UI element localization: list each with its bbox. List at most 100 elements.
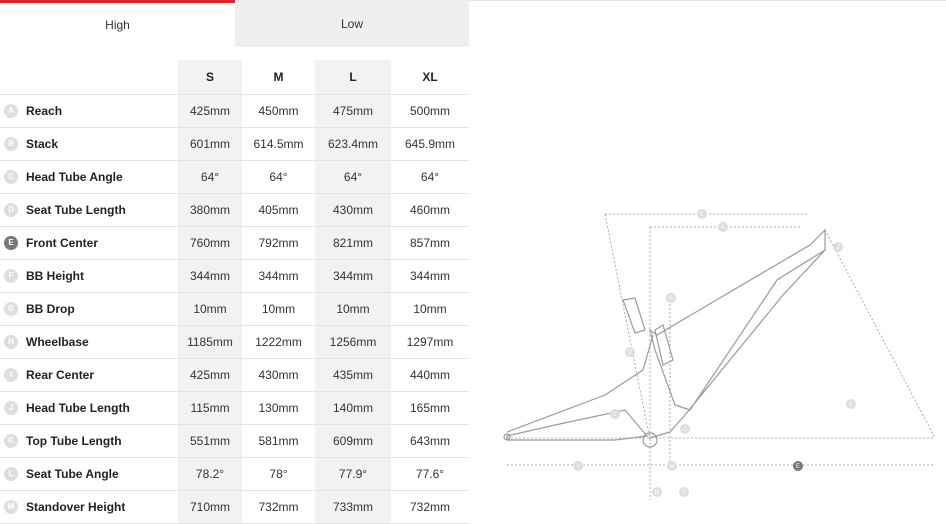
value-cell: 460mm <box>391 193 469 227</box>
value-cell: 115mm <box>178 391 242 425</box>
value-cell: 78.2° <box>178 457 242 491</box>
svg-text:D: D <box>628 350 633 356</box>
svg-text:L: L <box>613 412 617 418</box>
value-cell: 10mm <box>242 292 315 326</box>
value-cell: 475mm <box>315 94 391 128</box>
value-cell: 732mm <box>242 490 315 524</box>
value-cell: 500mm <box>391 94 469 128</box>
svg-text:F: F <box>682 490 686 496</box>
down-tube <box>649 249 826 439</box>
value-cell: 430mm <box>242 358 315 392</box>
value-cell: 78° <box>242 457 315 491</box>
column-header-l: L <box>315 60 391 95</box>
svg-text:I: I <box>577 464 579 470</box>
value-cell: 77.9° <box>315 457 391 491</box>
value-cell: 344mm <box>391 259 469 293</box>
svg-text:B: B <box>669 296 673 302</box>
head-angle-line <box>824 229 936 439</box>
tab-high[interactable]: High <box>0 0 235 47</box>
value-cell: 760mm <box>178 226 242 260</box>
measurement-letter-badge: A <box>4 104 18 119</box>
value-cell: 64° <box>178 160 242 194</box>
measurement-label: Head Tube Length <box>26 400 130 415</box>
value-cell: 344mm <box>178 259 242 293</box>
marker-i-icon: I <box>573 461 583 471</box>
marker-g-icon: G <box>680 424 690 434</box>
measurement-letter-badge: G <box>4 302 18 317</box>
chainstay <box>506 409 649 441</box>
value-cell: 710mm <box>178 490 242 524</box>
svg-text:G: G <box>683 427 688 433</box>
svg-text:H: H <box>670 464 674 470</box>
marker-k-icon: K <box>697 209 707 219</box>
value-cell: 440mm <box>391 358 469 392</box>
column-header-s: S <box>178 60 242 95</box>
measurement-label: BB Drop <box>26 301 75 316</box>
table-header-row: S M L XL <box>0 60 469 95</box>
value-cell: 425mm <box>178 94 242 128</box>
measurement-label: Seat Tube Length <box>26 202 126 217</box>
measurement-label: Standover Height <box>26 499 126 514</box>
value-cell: 430mm <box>315 193 391 227</box>
marker-d-icon: D <box>625 347 635 357</box>
value-cell: 380mm <box>178 193 242 227</box>
value-cell: 857mm <box>391 226 469 260</box>
value-cell: 643mm <box>391 424 469 458</box>
measurement-letter-badge: J <box>4 401 18 416</box>
seat-post <box>622 297 646 334</box>
value-cell: 792mm <box>242 226 315 260</box>
marker-j-icon: J <box>833 242 843 252</box>
value-cell: 10mm <box>178 292 242 326</box>
row-label-cell: J Head Tube Length <box>0 391 178 425</box>
marker-f-icon: F <box>679 487 689 497</box>
svg-text:M: M <box>655 490 660 496</box>
value-cell: 10mm <box>391 292 469 326</box>
marker-h-icon: H <box>667 461 677 471</box>
svg-text:C: C <box>849 402 854 408</box>
tab-low[interactable]: Low <box>235 0 469 47</box>
seatstay <box>506 334 654 433</box>
column-header-xl: XL <box>391 60 469 95</box>
column-header-m: M <box>242 60 315 95</box>
value-cell: 732mm <box>391 490 469 524</box>
measurement-letter-badge: C <box>4 170 18 185</box>
svg-text:K: K <box>700 212 704 218</box>
value-cell: 1222mm <box>242 325 315 359</box>
measurement-label: Top Tube Length <box>26 433 122 448</box>
frame-outline <box>649 228 826 411</box>
value-cell: 609mm <box>315 424 391 458</box>
value-cell: 1256mm <box>315 325 391 359</box>
row-label-cell: G BB Drop <box>0 292 178 326</box>
measurement-letter-badge: M <box>4 500 18 515</box>
marker-m-icon: M <box>652 487 662 497</box>
measurement-label: Front Center <box>26 235 98 250</box>
svg-text:A: A <box>721 225 725 231</box>
measurement-letter-badge: H <box>4 335 18 350</box>
measurement-letter-badge: B <box>4 137 18 152</box>
header-spacer <box>0 60 178 95</box>
value-cell: 425mm <box>178 358 242 392</box>
measurement-label: BB Height <box>26 268 84 283</box>
value-cell: 733mm <box>315 490 391 524</box>
marker-c-icon: C <box>846 399 856 409</box>
marker-l-icon: L <box>610 409 620 419</box>
